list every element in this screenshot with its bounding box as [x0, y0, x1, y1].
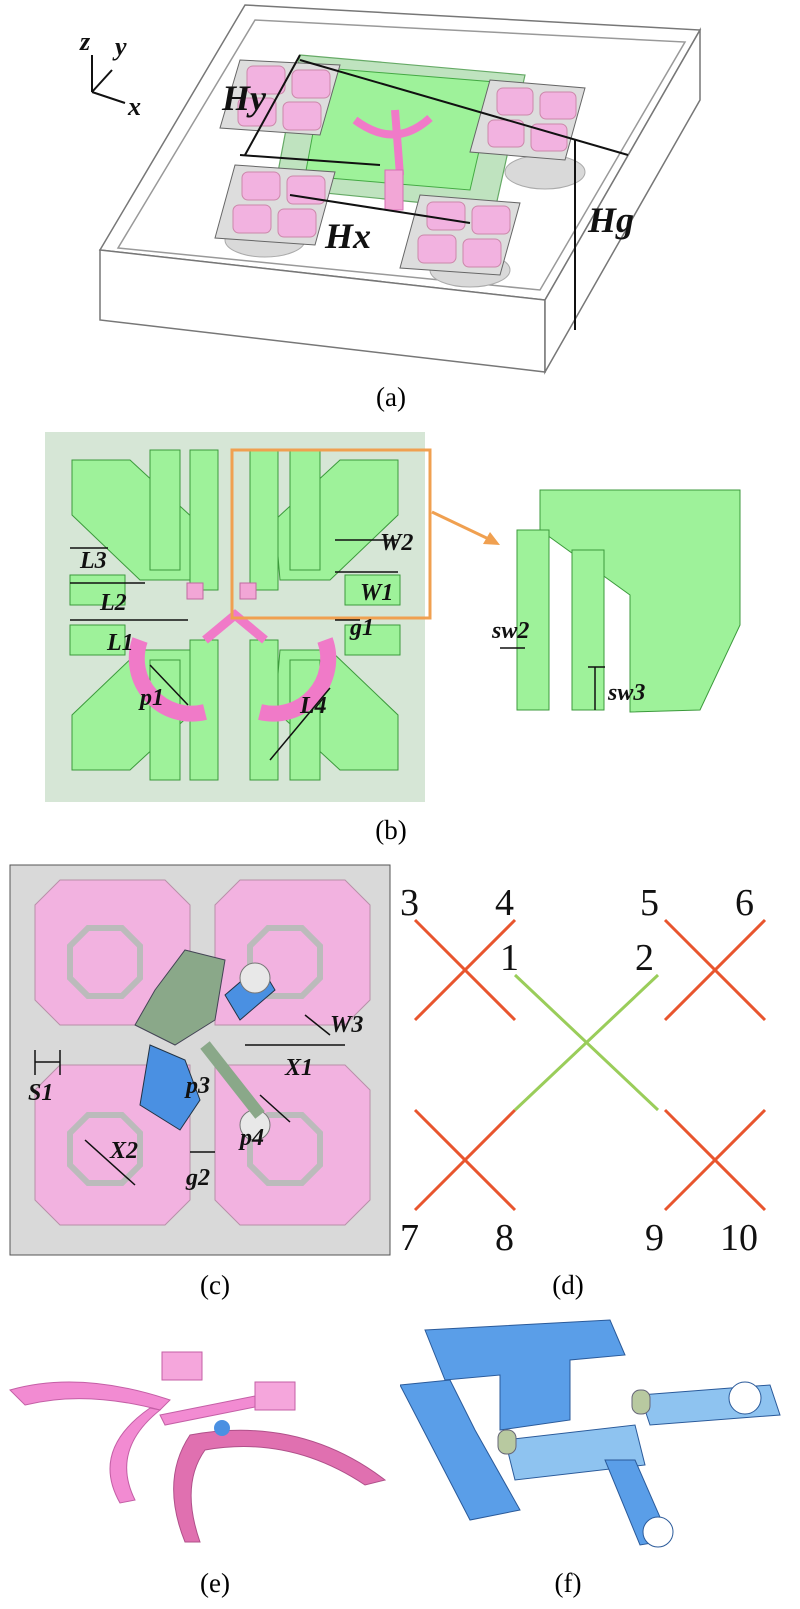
- balun-hole-bottom: [642, 1516, 674, 1548]
- axis-triad: [91, 55, 126, 104]
- feed-pad-left: [186, 582, 204, 600]
- zoom-inset: [516, 489, 741, 713]
- red-dipole-crosses: [413, 918, 767, 1212]
- dimension-lines-c: [34, 1014, 345, 1186]
- panel-b-radiator-layout: L3 L2 L1 p1 L4 W2 W1 g1 sw2 sw3: [45, 432, 741, 802]
- feed-line: [200, 1041, 265, 1119]
- dim-x1-label: X1: [284, 1055, 313, 1081]
- dim-g2-label: g2: [185, 1165, 210, 1191]
- dim-g1-label: g1: [349, 615, 374, 641]
- feed-arc-right-3d: [173, 1429, 387, 1543]
- dim-hg-label: Hg: [587, 200, 634, 240]
- zoom-box: [230, 448, 432, 620]
- caption-a: (a): [376, 382, 406, 412]
- panel-c-parasitic-unit: S1 W3 X1 X2 p3 p4 g2: [9, 864, 391, 1256]
- dim-w2-label: W2: [380, 530, 413, 556]
- axis-z-label: z: [79, 27, 91, 56]
- dim-p4-label: p4: [238, 1125, 264, 1151]
- feed-arcs: [128, 609, 337, 722]
- port-10: 10: [720, 1217, 758, 1259]
- dim-sw3-label: sw3: [607, 680, 645, 706]
- panel-d-dipole-schematic: 3 4 1 2 5 6 7 8 9 10: [400, 882, 767, 1259]
- feed-blue-plate: [139, 1044, 201, 1131]
- feed-pad-top-3d: [161, 1351, 203, 1381]
- central-feed: [352, 109, 433, 176]
- port-8: 8: [495, 1217, 514, 1259]
- zoom-arrow-head: [483, 532, 500, 545]
- port-3: 3: [400, 882, 419, 924]
- dim-l3-label: L3: [79, 548, 107, 574]
- axis-x-label: x: [127, 92, 141, 121]
- feed-dark-green-plate: [134, 949, 226, 1046]
- port-2: 2: [635, 937, 654, 979]
- dim-l1-label: L1: [106, 630, 134, 656]
- feed-probes: [384, 169, 404, 211]
- dimension-lines: [239, 54, 629, 330]
- dim-l2-label: L2: [99, 590, 127, 616]
- dimension-lines-b: [70, 539, 605, 761]
- panel-e-feed-3d: [9, 1351, 387, 1543]
- parasitic-patches: [232, 65, 577, 268]
- dim-p1-label: p1: [138, 685, 164, 711]
- balun-left-plate: [400, 1379, 521, 1521]
- dim-s1-label: S1: [28, 1080, 53, 1106]
- port-7: 7: [400, 1217, 419, 1259]
- feed-via-3d: [214, 1420, 230, 1436]
- via-top: [239, 962, 271, 994]
- radiator-arms: [69, 449, 401, 781]
- balun-top-plate: [424, 1319, 626, 1431]
- port-5: 5: [640, 882, 659, 924]
- panel-a-3d-antenna-view: z y x Hy Hx Hg: [79, 4, 702, 375]
- dim-x2-label: X2: [109, 1138, 138, 1164]
- caption-c: (c): [200, 1270, 230, 1300]
- dim-l4-label: L4: [299, 693, 327, 719]
- feed-arc-left-3d: [9, 1381, 171, 1504]
- dim-sw2-label: sw2: [491, 618, 529, 644]
- port-4: 4: [495, 882, 514, 924]
- feed-bar-3d: [159, 1394, 266, 1426]
- balun-hole-right: [728, 1381, 762, 1415]
- dim-hx-label: Hx: [324, 216, 371, 256]
- dim-p3-label: p3: [184, 1073, 210, 1099]
- dim-hy-label: Hy: [221, 78, 267, 118]
- dim-w3-label: W3: [330, 1012, 363, 1038]
- panel-f-balun-3d: [400, 1319, 781, 1548]
- balun-pin-left: [497, 1429, 517, 1455]
- balun-pin-right: [631, 1389, 651, 1415]
- feed-pad-right-3d: [254, 1381, 296, 1411]
- dim-w1-label: W1: [360, 580, 393, 606]
- caption-e: (e): [200, 1568, 230, 1598]
- caption-b: (b): [375, 815, 407, 845]
- green-dipole-cross: [513, 973, 660, 1112]
- port-9: 9: [645, 1217, 664, 1259]
- zoom-arrow: [431, 510, 496, 544]
- port-6: 6: [735, 882, 754, 924]
- feed-pad-right: [239, 582, 257, 600]
- axis-y-label: y: [112, 32, 127, 61]
- port-1: 1: [500, 937, 519, 979]
- caption-f: (f): [554, 1568, 582, 1598]
- caption-d: (d): [552, 1270, 584, 1300]
